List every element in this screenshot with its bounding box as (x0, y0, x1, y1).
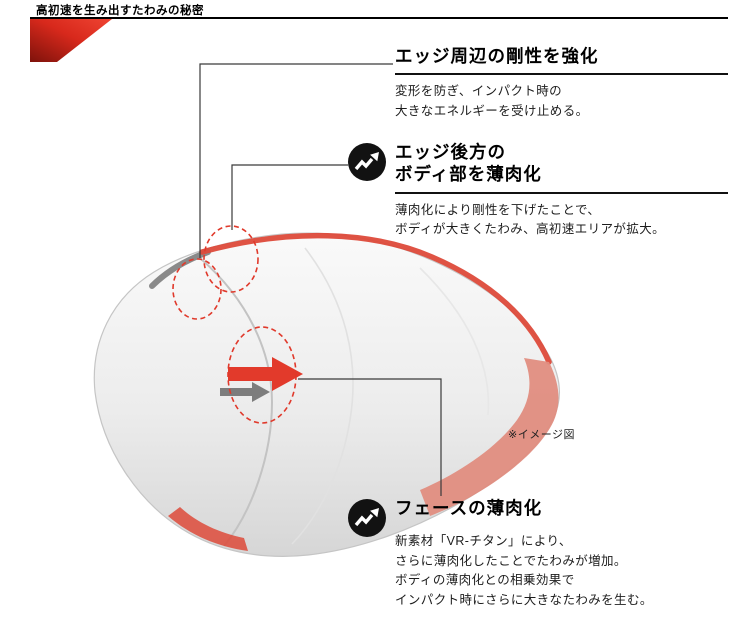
annotation-body-line: 新素材「VR-チタン」により、 (395, 534, 572, 549)
growth-arrow-icon (348, 499, 386, 537)
leader-line-face (298, 378, 442, 496)
sole-red-sliver (168, 507, 248, 551)
annotation-body-line: さらに薄肉化したことでたわみが増加。 (395, 553, 627, 568)
annotation-body-line: ボディの薄肉化との相乗効果で (395, 573, 575, 588)
flex-arrow-red (228, 357, 303, 391)
crown-seam-line (291, 247, 354, 545)
annotation-body-line: 薄肉化により剛性を下げたことで、 (395, 202, 601, 217)
page-title: 高初速を生み出すたわみの秘密 (36, 5, 204, 17)
annotation-body-thinning: エッジ後方の ボディ部を薄肉化 薄肉化により剛性を下げたことで、 ボディが大きく… (348, 141, 728, 240)
annotation-body-line: インパクト時にさらに大きなたわみを生む。 (395, 592, 653, 607)
highlight-circle-body (172, 258, 222, 320)
header-rule (30, 17, 728, 19)
annotation-body-line: ボディが大きくたわみ、高初速エリアが拡大。 (395, 222, 666, 237)
growth-arrow-icon (348, 143, 386, 181)
annotation-title-line: ボディ部を薄肉化 (395, 164, 542, 185)
annotation-title: エッジ周辺の剛性を強化 (395, 46, 599, 66)
annotation-title-box: エッジ後方の ボディ部を薄肉化 (395, 141, 728, 194)
annotation-title-box: エッジ周辺の剛性を強化 (395, 45, 728, 76)
annotation-title-box: フェースの薄肉化 (395, 497, 728, 525)
annotation-body: 薄肉化により剛性を下げたことで、 ボディが大きくたわみ、高初速エリアが拡大。 (395, 201, 728, 240)
annotation-body-line: 大きなエネルギーを受け止める。 (395, 103, 589, 118)
annotation-edge-rigidity: エッジ周辺の剛性を強化 変形を防ぎ、インパクト時の 大きなエネルギーを受け止める… (395, 45, 728, 121)
edge-red-trim (199, 232, 552, 365)
highlight-circle-face (227, 326, 297, 424)
face-edge-shading (149, 249, 211, 289)
annotation-face-thinning: フェースの薄肉化 新素材「VR-チタン」により、 さらに薄肉化したことでたわみが… (348, 497, 728, 610)
rear-structure-line (419, 267, 490, 416)
image-disclaimer: ※イメージ図 (508, 429, 575, 441)
annotation-body: 変形を防ぎ、インパクト時の 大きなエネルギーを受け止める。 (395, 82, 728, 121)
leader-line-body (231, 164, 348, 230)
highlight-circle-edge (203, 225, 259, 293)
header-accent-swoosh (30, 19, 112, 62)
annotation-body-line: 変形を防ぎ、インパクト時の (395, 84, 563, 99)
flex-arrow-gray (220, 382, 270, 402)
annotation-title-line: エッジ後方の (395, 142, 506, 162)
annotation-body: 新素材「VR-チタン」により、 さらに薄肉化したことでたわみが増加。 ボディの薄… (395, 532, 728, 610)
face-seam-line (199, 257, 274, 547)
annotation-title: フェースの薄肉化 (395, 498, 543, 518)
